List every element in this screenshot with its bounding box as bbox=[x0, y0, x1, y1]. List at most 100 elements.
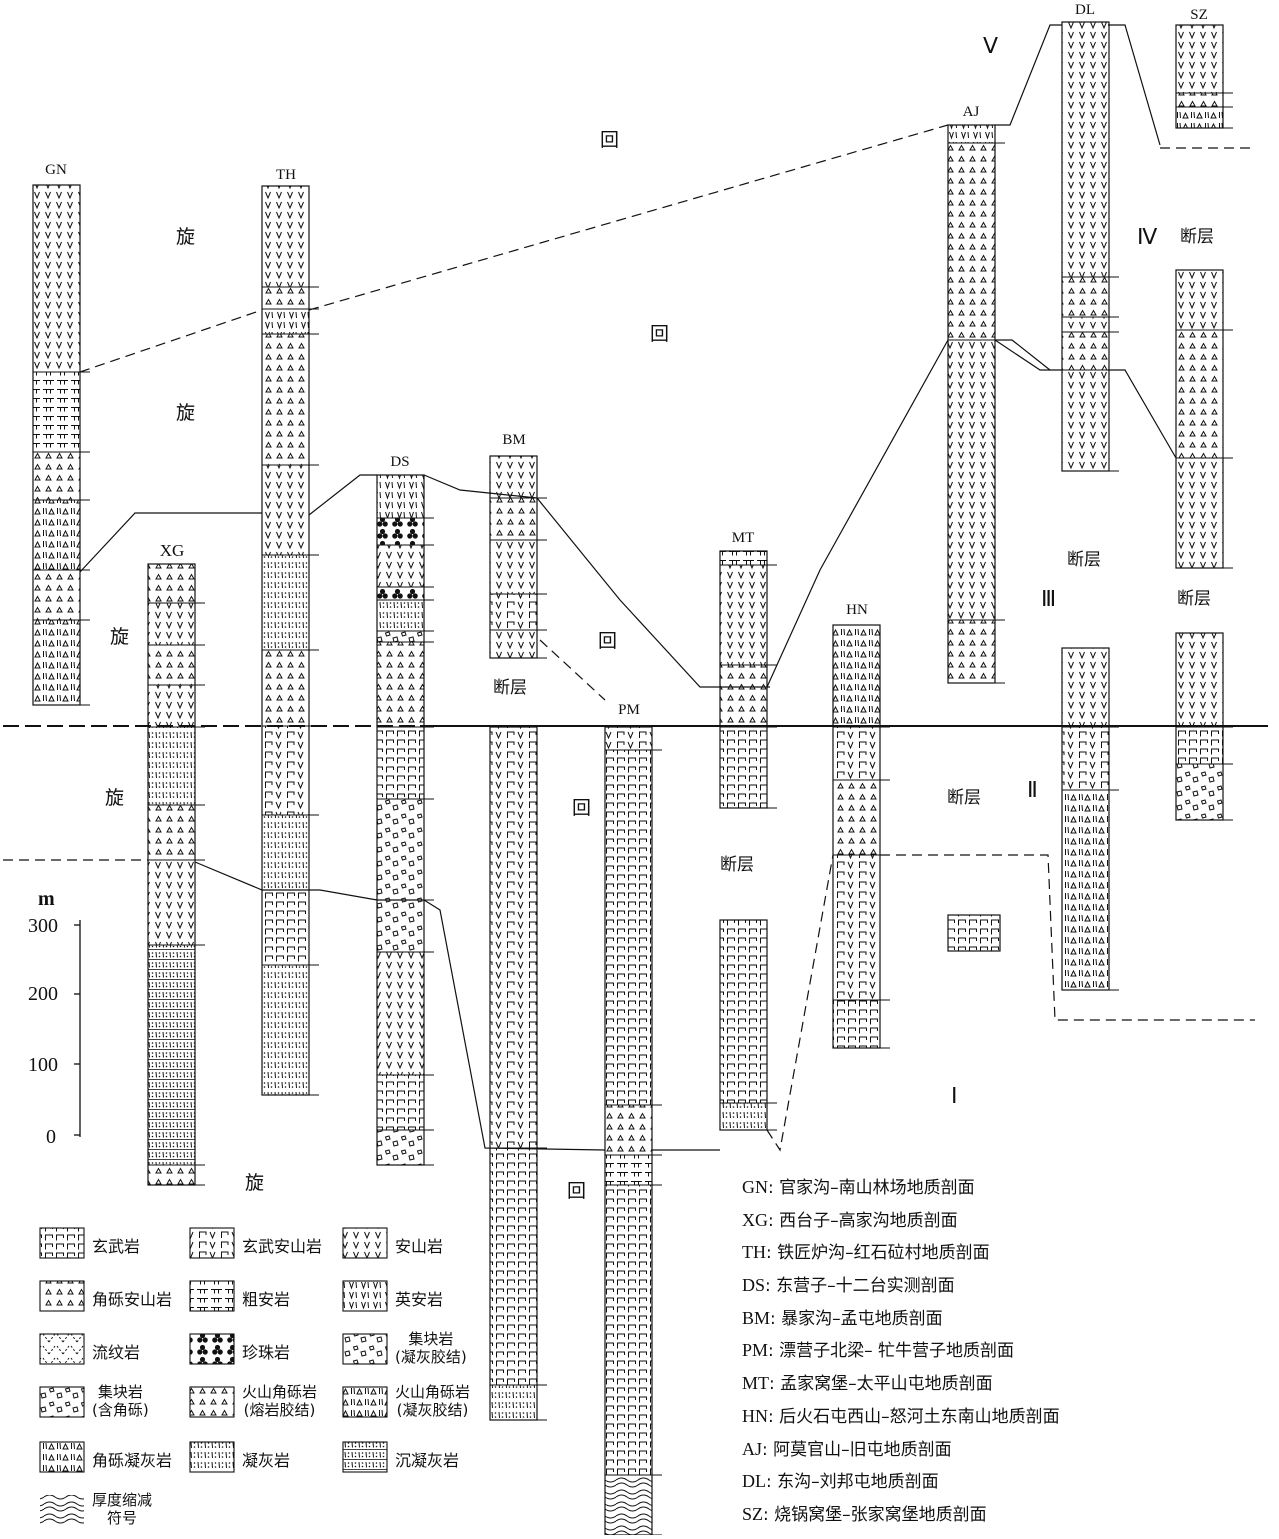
correlation-line bbox=[424, 475, 770, 687]
column-label-th: TH bbox=[276, 168, 296, 183]
layer-andesite bbox=[33, 185, 80, 372]
correlation-line bbox=[309, 475, 377, 515]
legend-item-sed-tuff: 沉凝灰岩 bbox=[343, 1436, 533, 1480]
layer-andesite bbox=[1176, 633, 1223, 727]
cycle-label-xuan: 旋 bbox=[245, 1174, 264, 1193]
layer-andesite bbox=[1176, 25, 1223, 93]
fault-label: 断层 bbox=[947, 790, 981, 807]
column-dl bbox=[1062, 22, 1119, 471]
layer-breccia-tuff bbox=[1062, 790, 1109, 990]
cycle-label-hui: 回 bbox=[598, 632, 617, 651]
layer-breccia-andesite bbox=[33, 452, 80, 500]
column-sz bbox=[1176, 25, 1233, 128]
layer-tuff bbox=[720, 1103, 767, 1130]
scale-tick-200: 200 bbox=[28, 984, 58, 1004]
layer-agglomerate bbox=[377, 799, 424, 900]
layer-breccia-andesite bbox=[490, 498, 537, 540]
correlation-line-dashed bbox=[767, 855, 833, 1150]
layer-andesite bbox=[1176, 458, 1223, 568]
legend-item-agglomerate-tuff: 集块岩 (凝灰胶结) bbox=[343, 1328, 533, 1372]
column-th bbox=[262, 186, 319, 1095]
column-label-dl: DL bbox=[1075, 3, 1095, 18]
cycle-label-hui: 回 bbox=[650, 325, 669, 344]
cycle-label-hui: 回 bbox=[572, 799, 591, 818]
stage-label-iii: Ⅲ bbox=[1041, 588, 1056, 610]
layer-basaltic-andesite bbox=[833, 727, 880, 780]
layer-dacite bbox=[948, 125, 995, 143]
fault-label: 断层 bbox=[1180, 229, 1214, 246]
layer-breccia-andesite bbox=[1176, 330, 1223, 458]
layer-breccia-andesite bbox=[262, 650, 309, 726]
layer-basaltic-andesite bbox=[262, 726, 309, 815]
cycle-label-hui: 回 bbox=[600, 131, 619, 150]
layer-breccia-tuff bbox=[1176, 107, 1223, 128]
section-row: AJ: 阿莫官山–旧屯地质剖面 bbox=[742, 1435, 1060, 1468]
column-label-xg: XG bbox=[160, 542, 185, 559]
column-ds bbox=[377, 475, 434, 1165]
layer-tuff bbox=[377, 600, 424, 631]
layer-andesite bbox=[490, 540, 537, 594]
layer-andesite bbox=[1176, 270, 1223, 330]
layer-perlite bbox=[377, 587, 424, 600]
column-label-pm: PM bbox=[618, 703, 640, 718]
column-mt bbox=[720, 551, 777, 808]
layer-andesite bbox=[1062, 370, 1109, 471]
section-row: MT: 孟家窝堡–太平山屯地质剖面 bbox=[742, 1369, 1060, 1402]
scale-tick-100: 100 bbox=[28, 1055, 58, 1075]
layer-andesite bbox=[490, 456, 537, 498]
layer-breccia-andesite bbox=[948, 620, 995, 683]
layer-breccia-andesite bbox=[262, 334, 309, 465]
legend-item-andesite: 安山岩 bbox=[343, 1222, 533, 1266]
layer-basaltic-andesite bbox=[833, 855, 880, 1000]
layer-trachyandesite bbox=[605, 1155, 652, 1185]
legend-swatches bbox=[40, 1228, 387, 1525]
stage-label-iv: Ⅳ bbox=[1137, 226, 1157, 248]
layer-andesite bbox=[720, 565, 767, 665]
layer-breccia-tuff bbox=[833, 625, 880, 727]
layer-breccia-andesite bbox=[33, 570, 80, 620]
section-row: BM: 暴家沟–孟屯地质剖面 bbox=[742, 1304, 1060, 1337]
layer-basalt bbox=[377, 727, 424, 799]
layer-trachyandesite bbox=[33, 372, 80, 452]
column-aj bbox=[948, 125, 1005, 683]
layer-basalt bbox=[605, 1185, 652, 1475]
cycle-label-xuan: 旋 bbox=[105, 789, 124, 808]
layer-breccia-andesite bbox=[148, 645, 195, 685]
layer-breccia-andesite bbox=[948, 143, 995, 340]
section-index: GN: 官家沟–南山林场地质剖面 XG: 西台子–高家沟地质剖面 TH: 铁匠炉… bbox=[742, 1173, 1060, 1533]
legend-item-volcanic-breccia-tuff: 火山角砾岩 (凝灰胶结) bbox=[343, 1381, 533, 1425]
scale-tick-300: 300 bbox=[28, 916, 58, 936]
layer-andesite bbox=[377, 545, 424, 587]
layer-breccia-andesite bbox=[605, 1105, 652, 1155]
section-row: HN: 后火石屯西山–怒河土东南山地质剖面 bbox=[742, 1402, 1060, 1435]
scale-unit: m bbox=[38, 889, 55, 909]
section-row: TH: 铁匠炉沟–红石砬村地质剖面 bbox=[742, 1238, 1060, 1271]
layer-tuff bbox=[262, 815, 309, 890]
layer-basalt bbox=[1176, 727, 1223, 764]
layer-breccia-andesite bbox=[1062, 332, 1109, 370]
section-row: XG: 西台子–高家沟地质剖面 bbox=[742, 1206, 1060, 1239]
column-label-hn: HN bbox=[846, 603, 868, 618]
layer-basalt bbox=[262, 890, 309, 965]
layer-agglomerate bbox=[377, 631, 424, 642]
fault-label: 断层 bbox=[493, 680, 527, 697]
layer-breccia-tuff bbox=[33, 500, 80, 570]
cycle-label-hui: 回 bbox=[567, 1182, 586, 1201]
correlation-line-dashed bbox=[309, 125, 948, 310]
correlation-line bbox=[995, 340, 1050, 370]
stage-label-ii: Ⅱ bbox=[1027, 779, 1038, 801]
layer-basalt bbox=[833, 1000, 880, 1048]
layer-basaltic-andesite bbox=[605, 727, 652, 750]
layer-andesite bbox=[377, 952, 424, 1075]
layer-basaltic-andesite bbox=[490, 594, 537, 630]
layer-andesite bbox=[148, 603, 195, 645]
layer-perlite bbox=[377, 518, 424, 545]
cycle-label-xuan: 旋 bbox=[110, 628, 129, 647]
layer-basalt bbox=[605, 750, 652, 1105]
scale-tick-0: 0 bbox=[46, 1127, 56, 1147]
layer-andesite bbox=[262, 465, 309, 555]
layer-breccia-andesite bbox=[1176, 93, 1223, 107]
section-row: GN: 官家沟–南山林场地质剖面 bbox=[742, 1173, 1060, 1206]
layer-dacite bbox=[262, 309, 309, 334]
correlation-line bbox=[1108, 25, 1160, 145]
